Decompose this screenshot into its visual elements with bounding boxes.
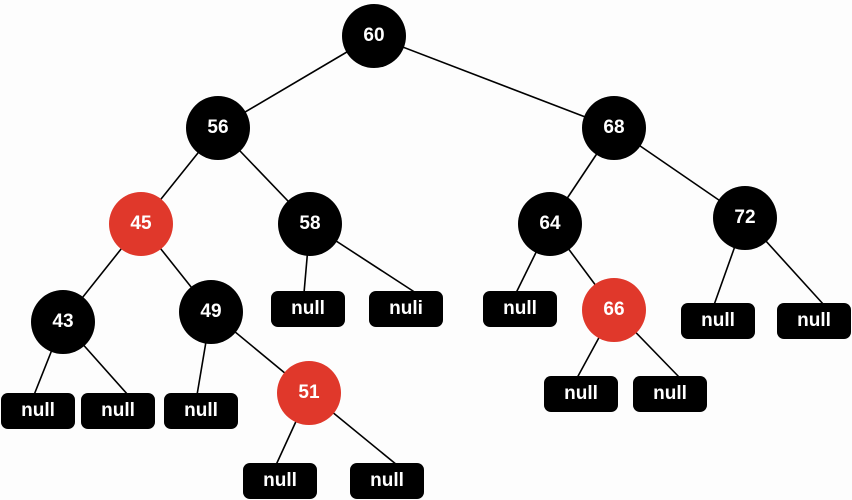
null-leaf: null bbox=[271, 291, 345, 327]
tree-node-56: 56 bbox=[186, 96, 250, 160]
null-leaf: null bbox=[243, 463, 317, 499]
tree-node-58: 58 bbox=[278, 192, 342, 256]
tree-node-60: 60 bbox=[342, 4, 406, 68]
tree-node-66: 66 bbox=[582, 278, 646, 342]
tree-node-64: 64 bbox=[518, 192, 582, 256]
null-leaf: null bbox=[544, 376, 618, 412]
null-leaf: null bbox=[681, 303, 755, 339]
tree-node-45: 45 bbox=[109, 192, 173, 256]
tree-node-72: 72 bbox=[713, 186, 777, 250]
null-leaf: null bbox=[164, 393, 238, 429]
tree-node-43: 43 bbox=[31, 290, 95, 354]
tree-edge-n60-n68 bbox=[373, 35, 615, 129]
null-leaf: null bbox=[81, 393, 155, 429]
null-leaf: nuli bbox=[369, 291, 443, 327]
tree-node-68: 68 bbox=[582, 96, 646, 160]
null-leaf: null bbox=[777, 303, 851, 339]
null-leaf: null bbox=[1, 393, 75, 429]
null-leaf: null bbox=[350, 463, 424, 499]
tree-node-49: 49 bbox=[179, 280, 243, 344]
null-leaf: null bbox=[633, 376, 707, 412]
null-leaf: null bbox=[483, 291, 557, 327]
tree-node-51: 51 bbox=[277, 361, 341, 425]
